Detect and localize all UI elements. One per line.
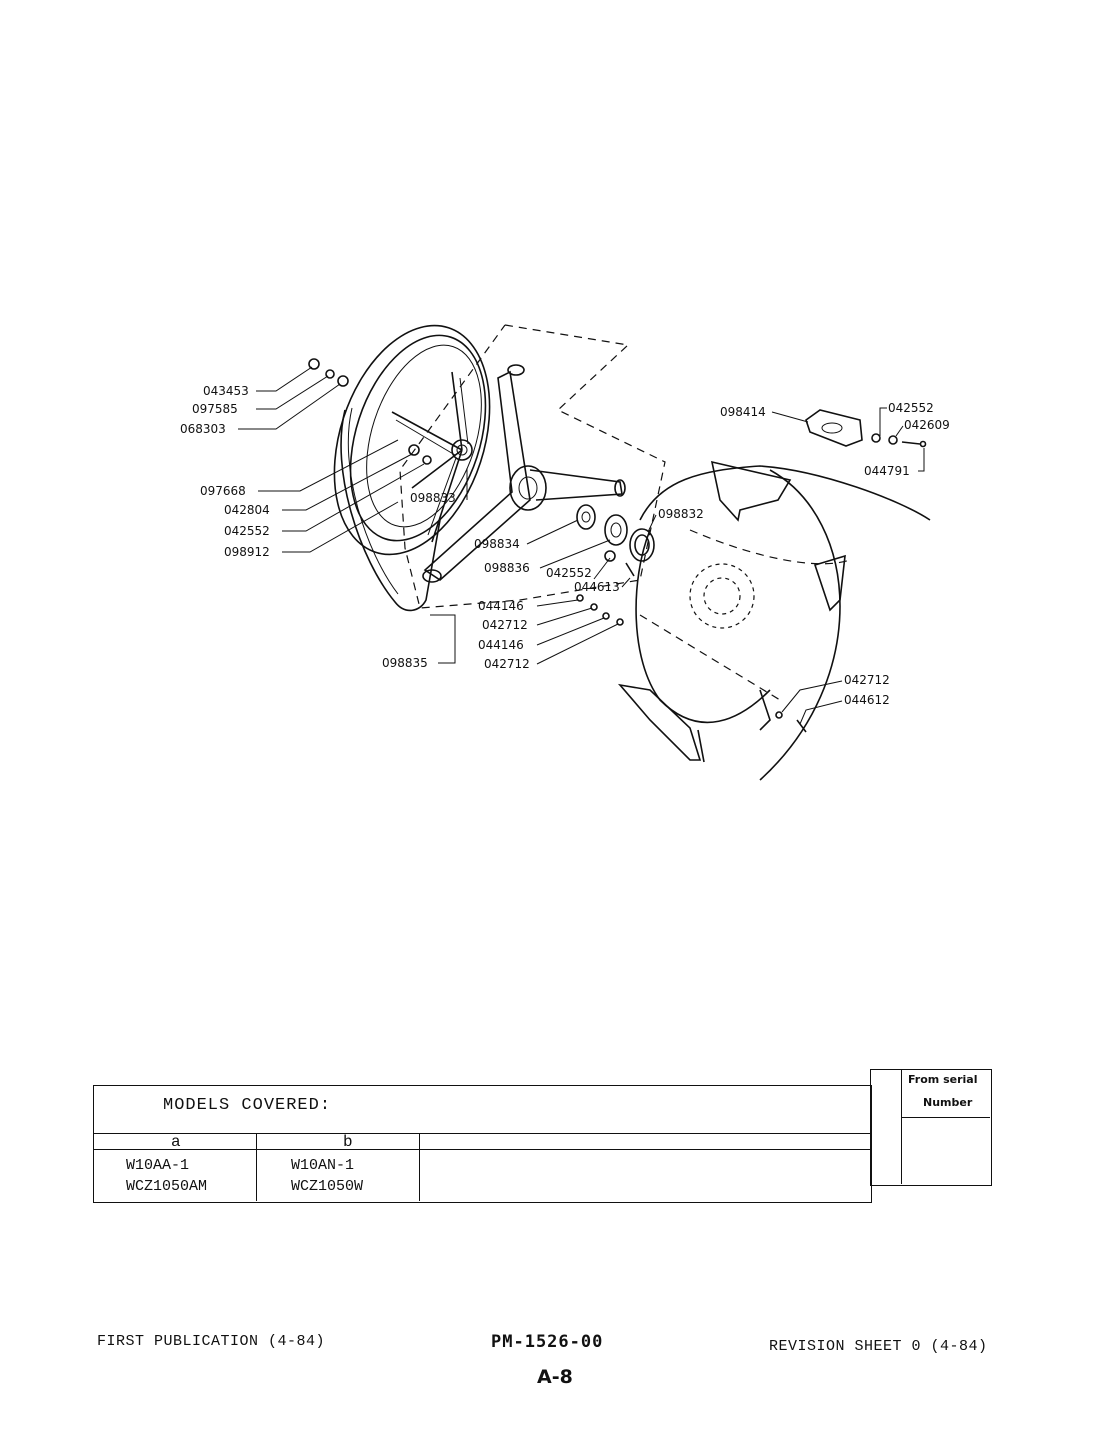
part-label-044791: 044791: [864, 464, 910, 478]
serial-col-divider: [901, 1069, 902, 1184]
model-a-1: W10AA-1: [126, 1157, 190, 1174]
part-label-042552: 042552: [546, 566, 592, 580]
part-label-097668: 097668: [200, 484, 246, 498]
part-label-042552: 042552: [224, 524, 270, 538]
model-b-1: W10AN-1: [291, 1157, 355, 1174]
serial-header-rule: [901, 1117, 990, 1118]
part-label-098834: 098834: [474, 537, 520, 551]
serial-header-line1: From serial: [908, 1073, 978, 1086]
model-a-2: WCZ1050AM: [126, 1178, 208, 1195]
part-label-098912: 098912: [224, 545, 270, 559]
spider-assembly: [422, 364, 626, 583]
model-b-2: WCZ1050W: [291, 1178, 364, 1195]
bearings: [576, 504, 655, 626]
part-label-098835: 098835: [382, 656, 428, 670]
leader-lines: [238, 366, 925, 725]
table-header-rule: [93, 1133, 870, 1134]
models-covered-title: MODELS COVERED:: [163, 1096, 332, 1115]
part-label-042712: 042712: [484, 657, 530, 671]
part-label-044613: 044613: [574, 580, 620, 594]
part-label-068303: 068303: [180, 422, 226, 436]
column-header-a: a: [171, 1133, 181, 1151]
pm-number: PM-1526-00: [491, 1332, 604, 1352]
col-a-divider: [256, 1133, 257, 1201]
part-label-044612: 044612: [844, 693, 890, 707]
col-b-divider: [419, 1133, 420, 1201]
part-label-044146: 044146: [478, 638, 524, 652]
first-publication: FIRST PUBLICATION (4-84): [97, 1333, 326, 1350]
table-subheader-rule: [93, 1149, 870, 1150]
pulley-wheel: [333, 324, 491, 556]
drive-belt: [340, 409, 441, 612]
part-label-044146: 044146: [478, 599, 524, 613]
part-label-098414: 098414: [720, 405, 766, 419]
exploded-parts-diagram: 043453 097585 068303 097668 042804 04255…: [180, 324, 950, 781]
part-label-098832: 098832: [658, 507, 704, 521]
part-label-097585: 097585: [192, 402, 238, 416]
serial-header-line2: Number: [923, 1096, 973, 1109]
table-outer-frame: [93, 1085, 872, 1203]
part-label-098833: 098833: [410, 491, 456, 505]
models-covered-table: MODELS COVERED: From serial Number a b W…: [93, 1069, 992, 1203]
part-label-042609: 042609: [904, 418, 950, 432]
table-right-frame: [870, 1069, 992, 1186]
page-number: A-8: [537, 1366, 573, 1388]
part-label-042552: 042552: [888, 401, 934, 415]
revision-sheet: REVISION SHEET 0 (4-84): [769, 1338, 988, 1355]
part-label-098836: 098836: [484, 561, 530, 575]
column-header-b: b: [343, 1133, 353, 1151]
part-label-042712: 042712: [844, 673, 890, 687]
part-label-042712: 042712: [482, 618, 528, 632]
suspension-bracket: [805, 409, 927, 448]
tub-housing: [617, 460, 931, 781]
part-label-042804: 042804: [224, 503, 270, 517]
part-label-043453: 043453: [203, 384, 249, 398]
